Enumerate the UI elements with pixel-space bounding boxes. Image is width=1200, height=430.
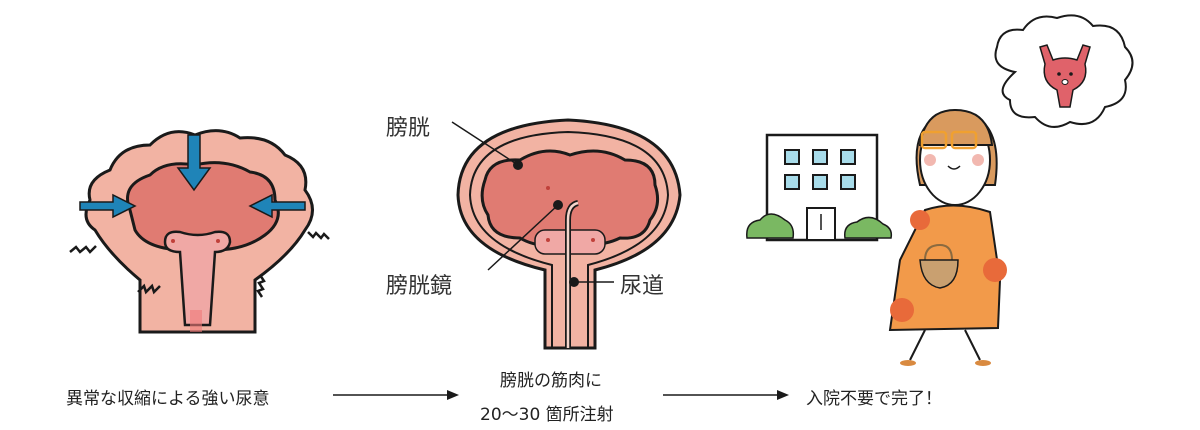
hospital-building-icon — [746, 133, 893, 242]
step3-caption: 入院不要で完了！ — [806, 389, 942, 409]
contracting-bladder-illustration — [69, 129, 330, 334]
flow-arrow-2-icon — [663, 390, 789, 400]
thought-bubble-happy-bladder-icon — [994, 14, 1134, 128]
label-urethra: 尿道 — [620, 274, 665, 299]
vibration-marks-icon — [69, 231, 330, 298]
label-bladder: 膀胱 — [386, 116, 431, 141]
label-cystoscope: 膀胱鏡 — [386, 274, 453, 299]
cystoscope-bladder-illustration — [456, 118, 682, 350]
step1-caption: 異常な収縮による強い尿意 — [66, 389, 270, 409]
step2-caption-line1: 膀胱の筋肉に — [500, 371, 602, 391]
walking-girl-illustration — [888, 108, 1007, 366]
flow-arrow-1-icon — [333, 390, 459, 400]
arrow-right-icon — [79, 193, 137, 219]
arrow-left-icon — [248, 193, 306, 219]
arrow-down-icon — [176, 134, 212, 192]
step2-caption-line2: 20〜30 箇所注射 — [480, 405, 614, 425]
